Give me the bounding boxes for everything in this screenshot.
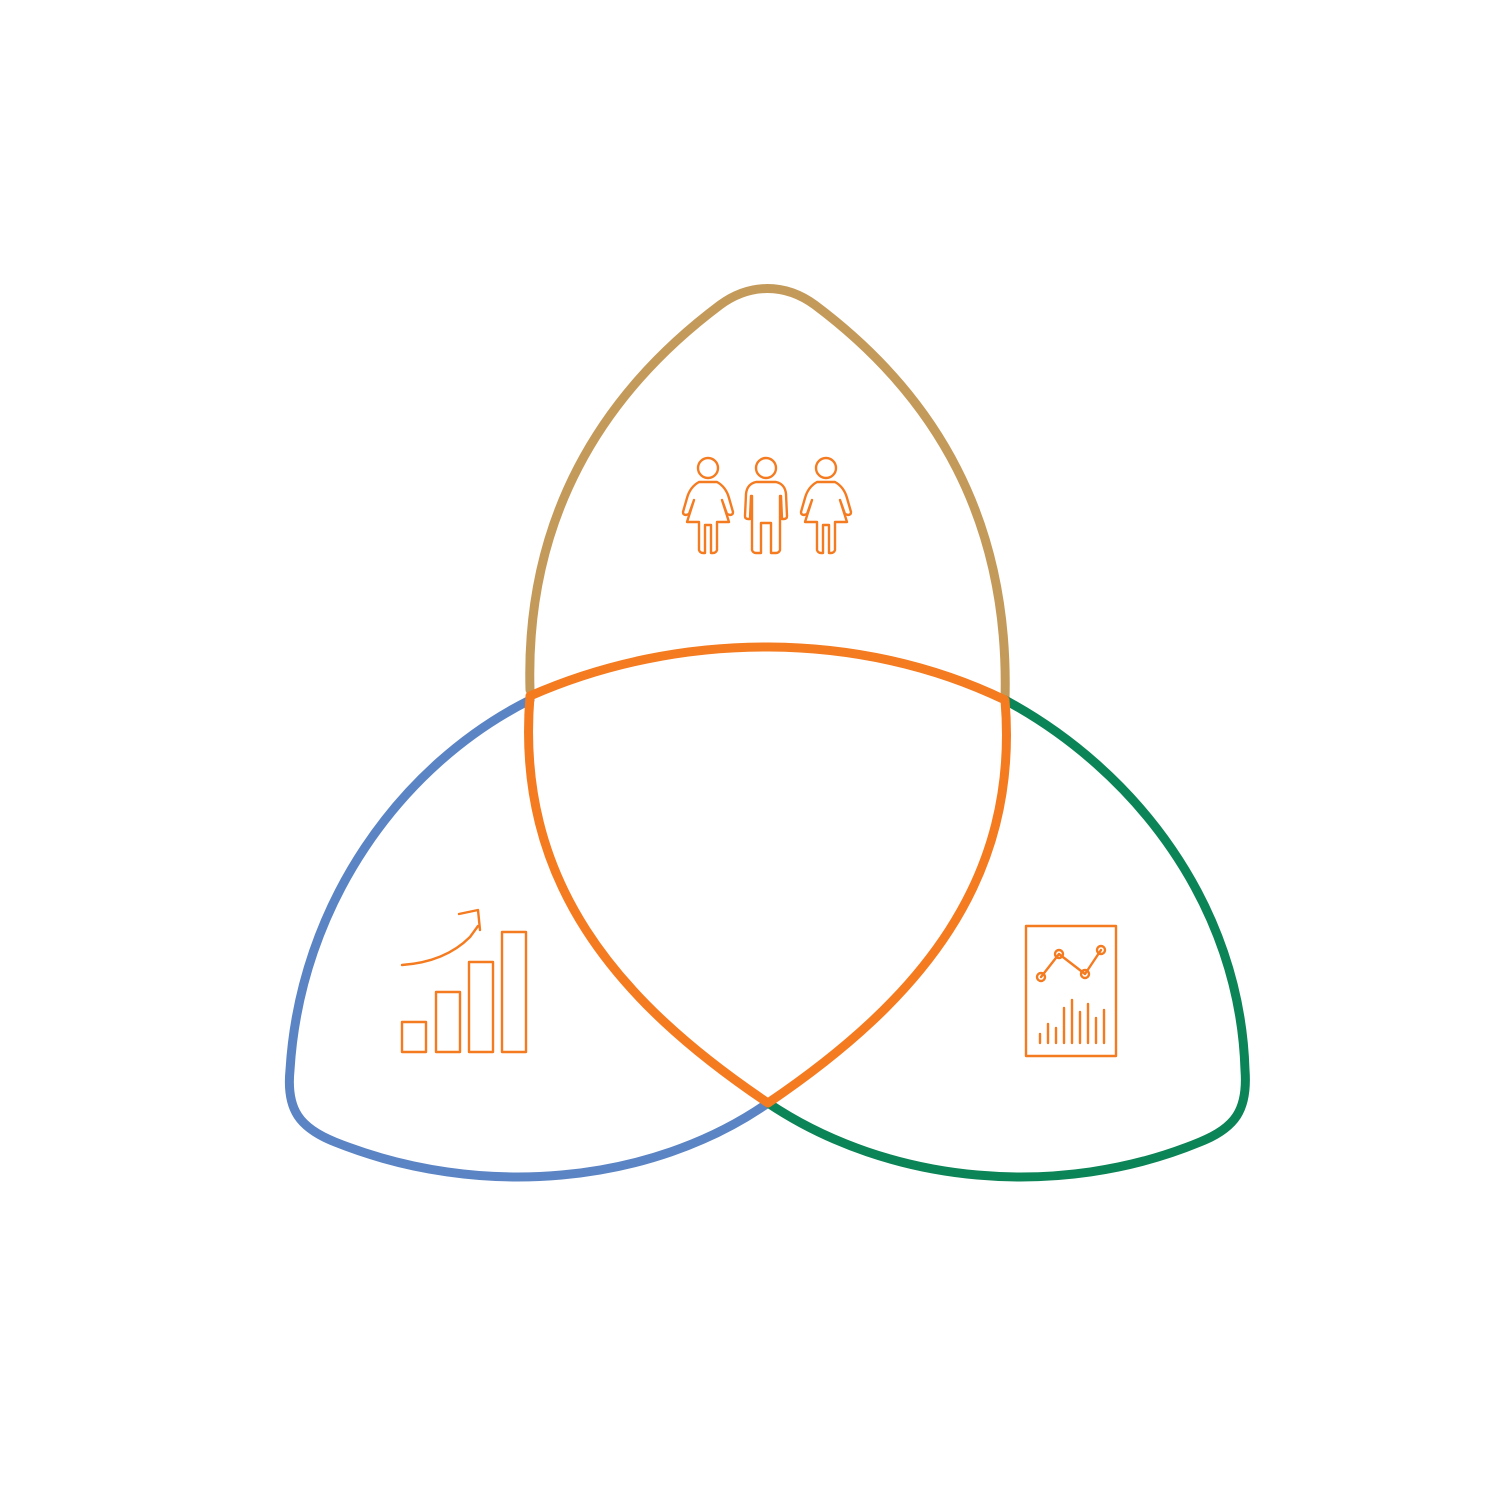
woman-figure-icon xyxy=(681,456,735,555)
mini-bars-icon xyxy=(1038,998,1106,1045)
bar-icon xyxy=(434,990,462,1054)
report-page-icon xyxy=(1024,924,1118,1058)
people-group-icon xyxy=(681,456,853,555)
top-set-outline xyxy=(525,284,1010,705)
right-set-outline xyxy=(763,695,1250,1182)
bar-icon xyxy=(500,930,528,1054)
bar-icon xyxy=(467,960,495,1054)
center-overlap-outline xyxy=(524,642,1011,1108)
line-chart-icon xyxy=(1039,948,1103,979)
man-figure-icon xyxy=(743,456,789,555)
left-set-outline xyxy=(284,695,773,1182)
report-chart-icon xyxy=(1024,924,1118,1058)
growth-bar-chart-icon xyxy=(400,908,528,1054)
woman-figure-icon xyxy=(799,456,853,555)
bar-icon xyxy=(400,1020,428,1054)
trend-arrow-icon xyxy=(400,908,482,967)
